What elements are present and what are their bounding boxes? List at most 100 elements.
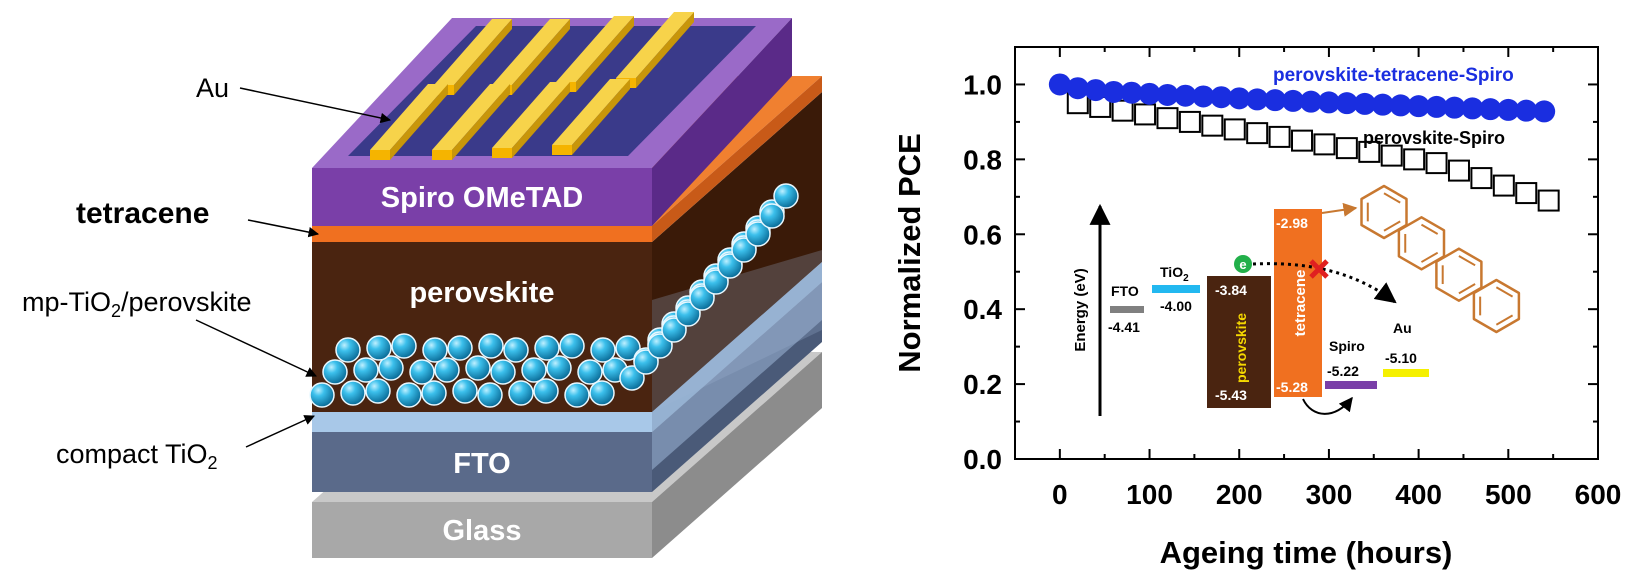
au-callout-label: Au xyxy=(196,73,229,103)
tio2-particle xyxy=(533,378,559,404)
data-point-perovskite-tetracene-spiro xyxy=(1048,73,1071,96)
data-point-perovskite-tetracene-spiro xyxy=(1156,83,1179,106)
data-point-perovskite-tetracene-spiro xyxy=(1228,87,1251,110)
y-tick-labels: 0.00.20.40.60.81.0 xyxy=(963,69,1002,475)
data-point-perovskite-tetracene-spiro xyxy=(1407,95,1430,118)
x-tick-label: 500 xyxy=(1485,479,1532,510)
x-tick-label: 0 xyxy=(1052,479,1068,510)
spiro-level-label: Spiro xyxy=(1329,338,1365,354)
tio2-particle xyxy=(478,333,504,359)
data-point-perovskite-spiro xyxy=(1425,152,1448,175)
mp-tio2-callout-label: mp-TiO2/perovskite xyxy=(22,287,252,321)
tetracene-callout-arrow xyxy=(247,219,320,238)
data-point-perovskite-tetracene-spiro xyxy=(1497,98,1520,121)
data-point-perovskite-tetracene-spiro xyxy=(1317,91,1340,114)
tio2-particle xyxy=(589,380,615,406)
tio2-particle xyxy=(335,337,361,363)
tetracene-bottom-value: -5.28 xyxy=(1276,379,1308,395)
mp-tio2-particles xyxy=(309,183,799,408)
data-point-perovskite-tetracene-spiro xyxy=(1533,100,1556,123)
au-level-label: Au xyxy=(1393,320,1412,336)
data-point-perovskite-spiro xyxy=(1291,129,1314,152)
compact-tio2-callout-arrow xyxy=(245,415,315,448)
data-point-perovskite-tetracene-spiro xyxy=(1443,96,1466,119)
data-point-perovskite-tetracene-spiro xyxy=(1479,98,1502,121)
tio2-particle xyxy=(452,378,478,404)
legend-perovskite-tetracene-spiro: perovskite-tetracene-Spiro xyxy=(1273,65,1514,86)
y-axis-label: Normalized PCE xyxy=(892,133,927,372)
series-perovskite-spiro xyxy=(1066,92,1560,212)
data-point-perovskite-spiro xyxy=(1492,174,1515,197)
tio2-particle xyxy=(731,237,757,263)
tio2-particle xyxy=(391,333,417,359)
data-point-perovskite-spiro xyxy=(1111,99,1134,122)
data-point-perovskite-tetracene-spiro xyxy=(1264,89,1287,112)
series-perovskite-tetracene-spiro xyxy=(1048,73,1556,123)
data-point-perovskite-tetracene-spiro xyxy=(1371,93,1394,116)
molecule-double-bond xyxy=(1420,223,1439,235)
tio2-particle xyxy=(378,355,404,381)
fto-level-value: -4.41 xyxy=(1108,319,1140,335)
data-point-perovskite-spiro xyxy=(1335,137,1358,160)
tetracene-molecule-icon xyxy=(1360,184,1521,334)
glass-label: Glass xyxy=(443,515,522,547)
tio2-particle xyxy=(447,335,473,361)
tio2-particle xyxy=(590,337,616,363)
tio2-particle xyxy=(365,378,391,404)
tio2-particle xyxy=(773,183,799,209)
perovskite-energy-label: perovskite xyxy=(1233,313,1249,383)
tio2-particle xyxy=(322,359,348,385)
spiro-level-value: -5.22 xyxy=(1327,363,1359,379)
tio2-particle xyxy=(577,359,603,385)
tio2-particle xyxy=(703,269,729,295)
data-point-perovskite-spiro xyxy=(1178,110,1201,133)
tetracene-top-value: -2.98 xyxy=(1276,215,1308,231)
tio2-particle xyxy=(421,380,447,406)
energy-axis-label: Energy (eV) xyxy=(1072,268,1089,351)
au-finger xyxy=(552,79,630,155)
data-point-perovskite-tetracene-spiro xyxy=(1174,84,1197,107)
data-point-perovskite-spiro xyxy=(1246,122,1269,145)
data-point-perovskite-tetracene-spiro xyxy=(1299,90,1322,113)
tetracene-callout-label: tetracene xyxy=(76,197,209,230)
tio2-particle xyxy=(353,357,379,383)
data-point-perovskite-spiro xyxy=(1134,103,1157,126)
data-point-perovskite-tetracene-spiro xyxy=(1138,82,1161,105)
electron-transfer-arrow xyxy=(1252,262,1397,304)
tio2-particle xyxy=(434,357,460,383)
au-electrodes xyxy=(370,12,694,160)
data-point-perovskite-spiro xyxy=(1515,182,1538,205)
compact-tio2-callout-label: compact TiO2 xyxy=(56,439,218,473)
data-point-perovskite-tetracene-spiro xyxy=(1461,97,1484,120)
molecule-double-bond xyxy=(1495,314,1514,326)
tio2-level-value: -4.00 xyxy=(1160,298,1192,314)
hole-transfer-arrow xyxy=(1302,396,1353,415)
y-tick-label: 0.6 xyxy=(963,219,1002,250)
au-callout-arrow xyxy=(239,87,392,124)
data-point-perovskite-tetracene-spiro xyxy=(1389,94,1412,117)
au-finger xyxy=(432,84,510,160)
data-point-perovskite-tetracene-spiro xyxy=(1246,88,1269,111)
y-tick-label: 0.8 xyxy=(963,144,1002,175)
electron-icon xyxy=(1234,255,1252,273)
data-point-perovskite-spiro xyxy=(1358,140,1381,163)
tetracene-energy-box xyxy=(1274,209,1322,397)
data-point-perovskite-spiro xyxy=(1447,159,1470,182)
molecule-pointer-arrow xyxy=(1321,202,1358,217)
spiro-label: Spiro OMeTAD xyxy=(381,182,583,214)
data-point-perovskite-tetracene-spiro xyxy=(1425,95,1448,118)
y-tick-label: 0.4 xyxy=(963,294,1002,325)
molecule-ring xyxy=(1472,278,1521,334)
tetracene-energy-label: tetracene xyxy=(1292,270,1309,337)
fto-level-bar xyxy=(1110,306,1144,313)
tio2-particle xyxy=(615,335,641,361)
tio2-particle xyxy=(559,333,585,359)
data-point-perovskite-tetracene-spiro xyxy=(1515,99,1538,122)
tio2-particle xyxy=(309,382,335,408)
axis-ticks xyxy=(1014,47,1599,460)
data-point-perovskite-spiro xyxy=(1223,118,1246,141)
tio2-particle xyxy=(490,359,516,385)
molecule-ring xyxy=(1435,247,1483,302)
fto-level-label: FTO xyxy=(1111,283,1139,299)
